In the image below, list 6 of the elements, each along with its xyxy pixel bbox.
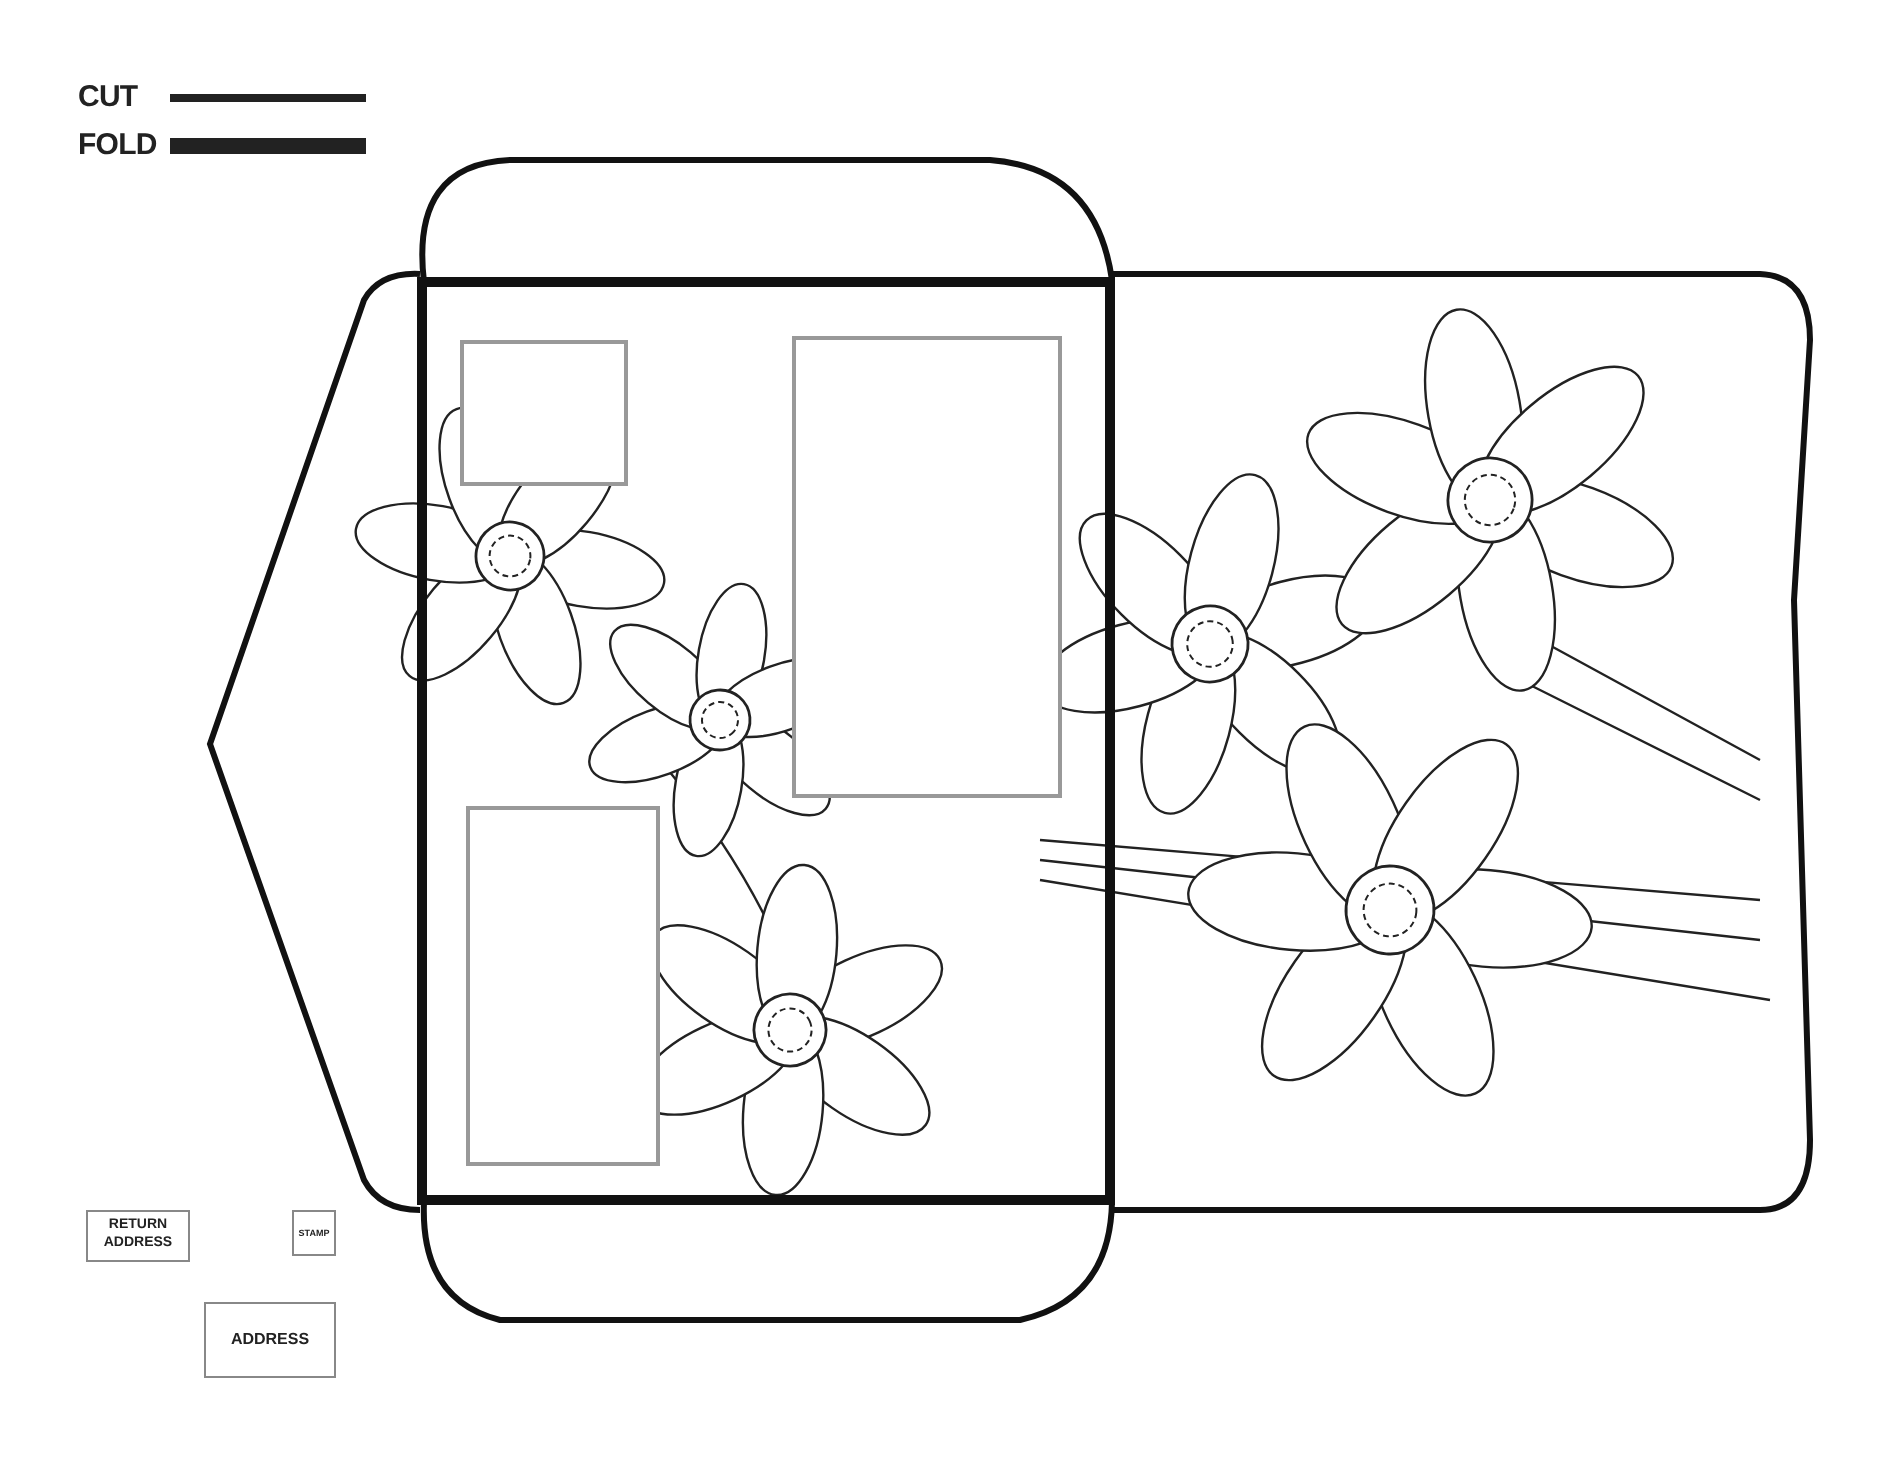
legend-text: FOLD bbox=[78, 126, 159, 166]
legend-text: CUT bbox=[78, 78, 140, 118]
blank-box bbox=[792, 336, 1062, 798]
blank-box bbox=[460, 340, 628, 486]
blank-box bbox=[466, 806, 660, 1166]
label-box: ADDRESS bbox=[204, 1302, 336, 1378]
